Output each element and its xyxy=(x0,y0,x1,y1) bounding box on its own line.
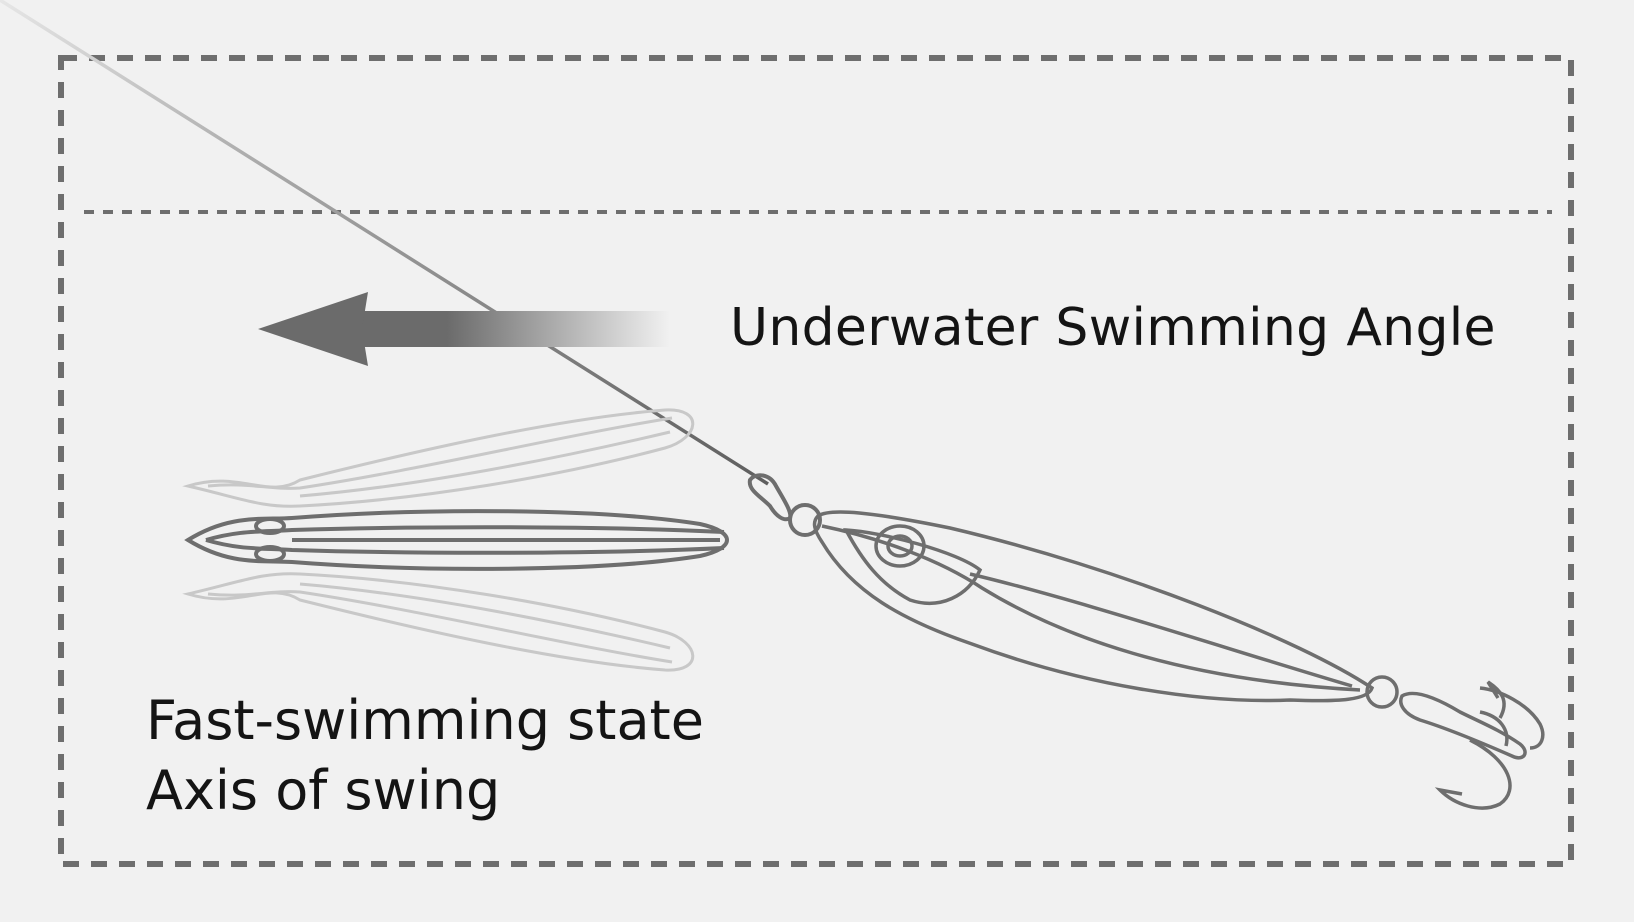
metal-jig-lure xyxy=(812,510,1375,703)
left-arrow-icon xyxy=(258,292,670,366)
treble-hook-icon xyxy=(1365,675,1545,810)
axis-of-swing-label: Axis of swing xyxy=(146,759,501,822)
outer-dashed-frame xyxy=(58,55,1574,867)
fishing-line xyxy=(0,0,769,486)
swing-lure-faded-lower xyxy=(182,572,695,672)
swing-lure-center xyxy=(184,509,729,571)
swing-lure-faded-upper xyxy=(182,408,695,508)
snap-swivel xyxy=(747,473,822,537)
swimming-angle-title: Underwater Swimming Angle xyxy=(730,298,1496,358)
fast-swimming-state-label: Fast-swimming state xyxy=(146,689,704,752)
